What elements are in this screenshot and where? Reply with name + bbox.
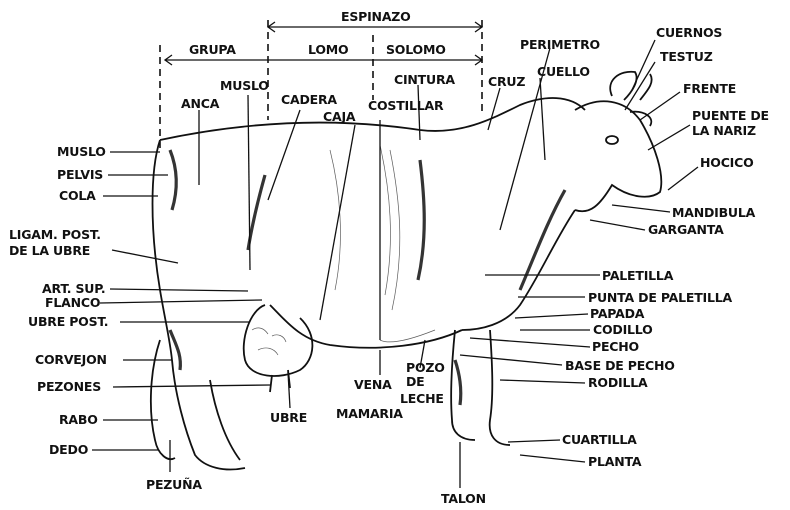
label-espinazo: ESPINAZO [341, 9, 411, 24]
label-cola: COLA [59, 188, 96, 203]
label-grupa: GRUPA [189, 42, 236, 57]
label-codillo: CODILLO [593, 322, 653, 337]
label-solomo: SOLOMO [386, 42, 446, 57]
hind-leg-rear [172, 360, 245, 469]
leader-papada [515, 314, 588, 318]
label-rodilla: RODILLA [588, 375, 648, 390]
label-vena-l2: MAMARIA [336, 406, 403, 421]
label-pezones: PEZONES [37, 379, 101, 394]
label-costillar: COSTILLAR [368, 98, 444, 113]
belly-line [270, 305, 462, 348]
labels: ESPINAZO GRUPA LOMO SOLOMO PERIMETRO CUE… [9, 9, 769, 506]
leader-ligam [112, 250, 178, 263]
label-flanco: FLANCO [45, 295, 100, 310]
horn-left [610, 72, 636, 100]
leader-base-pecho [460, 355, 562, 365]
label-pozo-l2: DE [406, 374, 425, 389]
hip-shade [248, 175, 265, 250]
label-cuello: CUELLO [537, 64, 590, 79]
leader-pezones [113, 385, 270, 387]
label-dedo: DEDO [49, 442, 88, 457]
label-base-pecho: BASE DE PECHO [565, 358, 675, 373]
leader-hocico [668, 167, 698, 190]
label-mandibula: MANDIBULA [672, 205, 756, 220]
label-frente: FRENTE [683, 81, 736, 96]
neck-dewlap [462, 210, 575, 330]
teats [270, 370, 290, 392]
label-pozo-l1: POZO [406, 360, 445, 375]
leader-planta [520, 455, 585, 462]
label-rabo: RABO [59, 412, 98, 427]
label-puente-l2: LA NARIZ [692, 123, 756, 138]
leader-rodilla [500, 380, 585, 383]
leader-cuartilla [508, 440, 560, 442]
label-ubre: UBRE [270, 410, 307, 425]
label-anca: ANCA [181, 96, 220, 111]
fore-leg-front [490, 330, 510, 445]
label-punta-paletilla: PUNTA DE PALETILLA [588, 290, 733, 305]
hind-leg-front [210, 380, 240, 460]
label-puente-l1: PUENTE DE [692, 108, 769, 123]
label-lomo: LOMO [308, 42, 348, 57]
label-muslo-top: MUSLO [220, 78, 269, 93]
label-pozo-l3: LECHE [400, 391, 444, 406]
label-pezuna: PEZUÑA [146, 477, 202, 492]
label-testuz: TESTUZ [660, 49, 713, 64]
label-papada: PAPADA [590, 306, 645, 321]
label-planta: PLANTA [588, 454, 642, 469]
leader-pecho [470, 338, 590, 347]
label-talon: TALON [441, 491, 486, 506]
hindquarter-rear [153, 140, 173, 360]
label-caja: CAJA [323, 109, 356, 124]
label-corvejon: CORVEJON [35, 352, 107, 367]
leader-cuello [540, 78, 545, 160]
label-garganta: GARGANTA [648, 222, 724, 237]
fore-leg-rear [451, 330, 475, 440]
leader-cruz [488, 88, 500, 130]
leader-garganta [590, 220, 645, 230]
label-hocico: HOCICO [700, 155, 754, 170]
leader-mandibula [612, 205, 670, 212]
label-pelvis: PELVIS [57, 167, 103, 182]
rib-shade [418, 160, 424, 280]
label-ligam-l2: DE LA UBRE [9, 243, 90, 258]
leader-flanco [100, 300, 262, 303]
label-cuernos: CUERNOS [656, 25, 722, 40]
leader-frente [640, 92, 680, 120]
label-pecho: PECHO [592, 339, 639, 354]
label-art-sup: ART. SUP. [42, 281, 105, 296]
label-ligam-l1: LIGAM. POST. [9, 227, 101, 242]
leader-art-sup [110, 289, 248, 291]
head-outline [575, 101, 661, 211]
label-cruz: CRUZ [488, 74, 525, 89]
udder-outline [244, 305, 313, 376]
label-cintura: CINTURA [394, 72, 455, 87]
cow-body [151, 72, 661, 470]
label-muslo-left: MUSLO [57, 144, 106, 159]
pelvis-shade [170, 150, 176, 210]
label-perimetro: PERIMETRO [520, 37, 600, 52]
rib-contours [330, 145, 400, 310]
leg-shade [455, 360, 461, 405]
leader-puente [648, 125, 690, 150]
leader-caja [320, 125, 355, 320]
milk-vein [380, 330, 435, 342]
horn-right [640, 74, 652, 100]
label-cuartilla: CUARTILLA [562, 432, 637, 447]
label-ubre-post: UBRE POST. [28, 314, 108, 329]
udder-hatch [252, 328, 286, 355]
label-cadera: CADERA [281, 92, 337, 107]
label-vena-l1: VENA [354, 377, 392, 392]
eye [606, 136, 618, 144]
label-paletilla: PALETILLA [602, 268, 674, 283]
